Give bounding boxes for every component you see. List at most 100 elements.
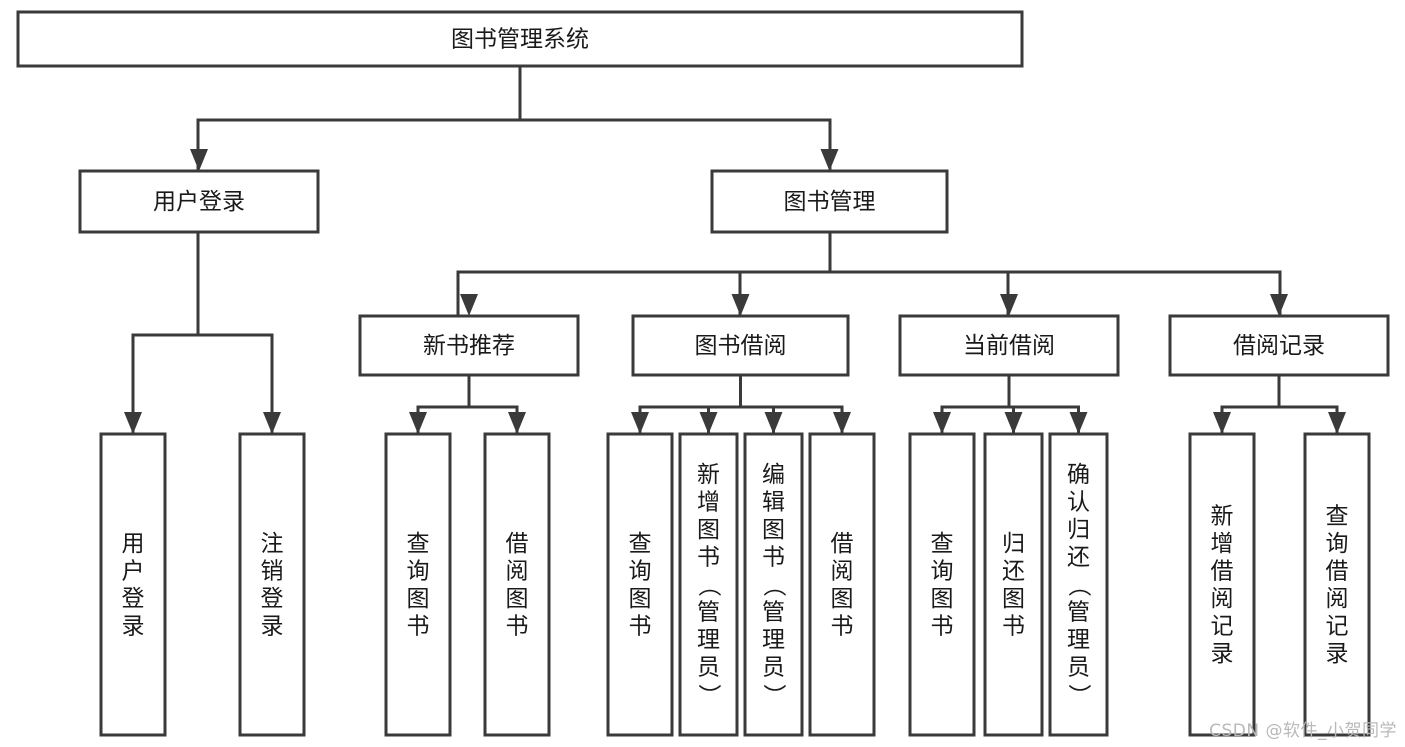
node-label-leaf-query-record-char-3: 阅 xyxy=(1326,586,1349,612)
node-label-leaf-return-book-char-2: 图 xyxy=(1002,586,1025,612)
node-label-leaf-query-book-borrow-char-1: 询 xyxy=(629,558,652,584)
node-box-leaf-query-record xyxy=(1303,432,1371,737)
arrow-head-leaf-return-book xyxy=(1004,412,1023,434)
node-label-leaf-edit-book-char-5: 管 xyxy=(762,600,785,626)
node-label-leaf-add-book-char-6: 理 xyxy=(697,627,720,653)
arrow-head-leaf-logout xyxy=(263,412,281,434)
node-label-leaf-borrow-book-char-3: 书 xyxy=(831,613,854,639)
node-box-borrow-record xyxy=(1168,314,1390,377)
node-label-borrow-record: 借阅记录 xyxy=(1233,333,1325,359)
node-label-leaf-add-book-char-3: 书 xyxy=(697,545,720,571)
node-label-leaf-confirm-return-char-2: 归 xyxy=(1067,517,1090,543)
arrow-head-leaf-add-record xyxy=(1213,412,1231,434)
node-label-leaf-confirm-return-char-4: （ xyxy=(1066,574,1092,597)
node-label-leaf-query-book-current-char-1: 询 xyxy=(931,558,954,584)
arrow-head-leaf-query-record xyxy=(1328,412,1346,434)
node-new-book-recommend[interactable]: 新书推荐 xyxy=(358,314,580,377)
arrow-head-user-login xyxy=(190,149,208,171)
node-label-leaf-borrow-book-char-2: 图 xyxy=(831,586,854,612)
node-leaf-user-login[interactable]: 用户登录 xyxy=(99,432,167,737)
node-label-leaf-add-record-char-0: 新 xyxy=(1211,503,1234,529)
node-user-login[interactable]: 用户登录 xyxy=(78,169,320,234)
node-label-new-book-recommend: 新书推荐 xyxy=(423,333,515,359)
node-label-leaf-query-record-char-0: 查 xyxy=(1326,503,1349,529)
node-label-leaf-edit-book-char-3: 书 xyxy=(762,545,785,571)
connectors-layer xyxy=(124,64,1346,436)
node-label-leaf-query-record-char-1: 询 xyxy=(1326,531,1349,557)
node-box-leaf-logout xyxy=(238,432,306,737)
node-borrow-record[interactable]: 借阅记录 xyxy=(1168,314,1390,377)
arrow-head-leaf-confirm-return xyxy=(1069,412,1088,434)
node-label-leaf-logout-char-0: 注 xyxy=(261,531,284,557)
node-box-leaf-add-book xyxy=(678,432,739,737)
node-label-leaf-add-book-char-4: （ xyxy=(696,574,722,597)
node-label-leaf-add-record-char-4: 记 xyxy=(1211,613,1234,639)
node-root[interactable]: 图书管理系统 xyxy=(16,10,1024,68)
node-label-leaf-query-book-current-char-0: 查 xyxy=(931,531,954,557)
node-label-leaf-logout-char-3: 录 xyxy=(261,613,284,639)
node-label-leaf-add-book-char-8: ） xyxy=(696,684,722,707)
node-label-leaf-add-book-char-1: 增 xyxy=(697,490,720,516)
node-label-current-borrow: 当前借阅 xyxy=(963,333,1055,359)
node-label-leaf-query-book-rec-char-2: 图 xyxy=(407,586,430,612)
arrow-head-book-borrow xyxy=(731,294,750,316)
node-box-new-book-recommend xyxy=(358,314,580,377)
node-label-leaf-borrow-book-rec-char-2: 图 xyxy=(506,586,529,612)
node-box-leaf-query-book-current xyxy=(908,432,976,737)
arrow-head-leaf-borrow-book xyxy=(833,412,851,434)
node-label-leaf-add-book-char-5: 管 xyxy=(697,600,720,626)
node-label-leaf-user-login-char-1: 户 xyxy=(122,558,145,584)
node-label-leaf-edit-book-char-7: 员 xyxy=(762,655,785,681)
node-label-leaf-borrow-book-char-1: 阅 xyxy=(831,558,854,584)
node-label-leaf-edit-book-char-0: 编 xyxy=(762,462,785,488)
node-label-leaf-query-book-rec-char-1: 询 xyxy=(407,558,430,584)
node-label-leaf-edit-book-char-2: 图 xyxy=(762,517,785,543)
nodes-layer: 图书管理系统用户登录图书管理新书推荐图书借阅当前借阅借阅记录用户登录注销登录查询… xyxy=(16,10,1390,737)
node-label-leaf-user-login-char-3: 录 xyxy=(122,613,145,639)
node-box-leaf-return-book xyxy=(983,432,1044,737)
node-label-leaf-logout-char-2: 登 xyxy=(261,586,284,612)
node-label-leaf-query-book-borrow-char-0: 查 xyxy=(629,531,652,557)
node-label-leaf-edit-book-char-6: 理 xyxy=(762,627,785,653)
node-current-borrow[interactable]: 当前借阅 xyxy=(898,314,1120,377)
arrow-head-leaf-user-login xyxy=(124,412,142,434)
node-box-leaf-borrow-book-rec xyxy=(483,432,551,737)
node-box-leaf-borrow-book xyxy=(808,432,876,737)
node-book-manage[interactable]: 图书管理 xyxy=(710,169,949,234)
node-label-leaf-add-record-char-5: 录 xyxy=(1211,641,1234,667)
node-label-leaf-query-book-current-char-3: 书 xyxy=(931,613,954,639)
node-label-leaf-query-record-char-5: 录 xyxy=(1326,641,1349,667)
node-box-leaf-user-login xyxy=(99,432,167,737)
node-label-leaf-query-book-current-char-2: 图 xyxy=(931,586,954,612)
node-label-book-manage: 图书管理 xyxy=(784,189,876,215)
node-label-book-borrow: 图书借阅 xyxy=(695,333,787,359)
node-label-leaf-query-record-char-4: 记 xyxy=(1326,613,1349,639)
node-label-leaf-edit-book-char-8: ） xyxy=(761,684,787,707)
node-label-leaf-confirm-return-char-5: 管 xyxy=(1067,600,1090,626)
node-book-borrow[interactable]: 图书借阅 xyxy=(631,314,850,377)
arrow-head-leaf-borrow-book-rec xyxy=(508,412,526,434)
arrow-head-borrow-record xyxy=(1270,294,1288,316)
watermark-text: CSDN @软件_小贺同学 xyxy=(1209,721,1397,741)
node-label-leaf-query-record-char-2: 借 xyxy=(1326,558,1349,584)
node-label-leaf-user-login-char-2: 登 xyxy=(122,586,145,612)
node-box-book-borrow xyxy=(631,314,850,377)
arrow-head-leaf-query-book-rec xyxy=(409,412,427,434)
arrow-head-new-book-recommend xyxy=(460,294,478,316)
node-box-book-manage xyxy=(710,169,949,234)
node-label-leaf-borrow-book-char-0: 借 xyxy=(831,531,854,557)
